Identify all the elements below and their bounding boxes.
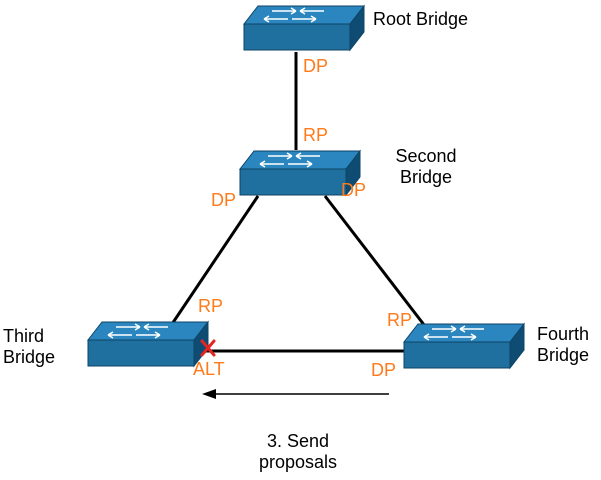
second-bridge-label: Second Bridge (383, 146, 469, 187)
root-bridge-switch-icon (242, 4, 366, 52)
second-bridge-dp-right-label: DP (341, 180, 367, 200)
root-bridge-name: Root Bridge (373, 9, 469, 29)
fourth-bridge-dp-label: DP (371, 360, 397, 380)
fourth-bridge-rp-label: RP (387, 310, 413, 330)
step-caption-line1: 3. Send (266, 431, 330, 451)
fourth-bridge-name-line1: Fourth (537, 324, 590, 344)
fourth-bridge-name-line2: Bridge (537, 344, 590, 365)
third-bridge-name-line1: Third (3, 326, 45, 346)
second-bridge-name-line1: Second (395, 146, 457, 166)
third-bridge-alt-label: ALT (193, 359, 225, 379)
root-bridge-label: Root Bridge (373, 9, 468, 30)
step-caption: 3. Send proposals (243, 431, 353, 472)
x-mark-icon (200, 339, 216, 357)
left-arrow-icon (202, 389, 389, 399)
root-bridge-dp-label: DP (303, 56, 329, 76)
second-bridge-switch-icon (238, 149, 362, 197)
link-second-third (166, 195, 260, 331)
second-bridge-name-line2: Bridge (399, 166, 453, 187)
third-bridge-name-line2: Bridge (3, 346, 56, 367)
link-second-fourth (323, 195, 430, 331)
step-caption-line2: proposals (258, 451, 338, 472)
fourth-bridge-label: Fourth Bridge (537, 324, 589, 365)
second-bridge-rp-label: RP (303, 125, 329, 145)
second-bridge-dp-left-label: DP (211, 190, 237, 210)
third-bridge-label: Third Bridge (3, 326, 55, 367)
fourth-bridge-switch-icon (402, 322, 526, 370)
third-bridge-switch-icon (86, 320, 210, 368)
third-bridge-rp-label: RP (198, 296, 224, 316)
